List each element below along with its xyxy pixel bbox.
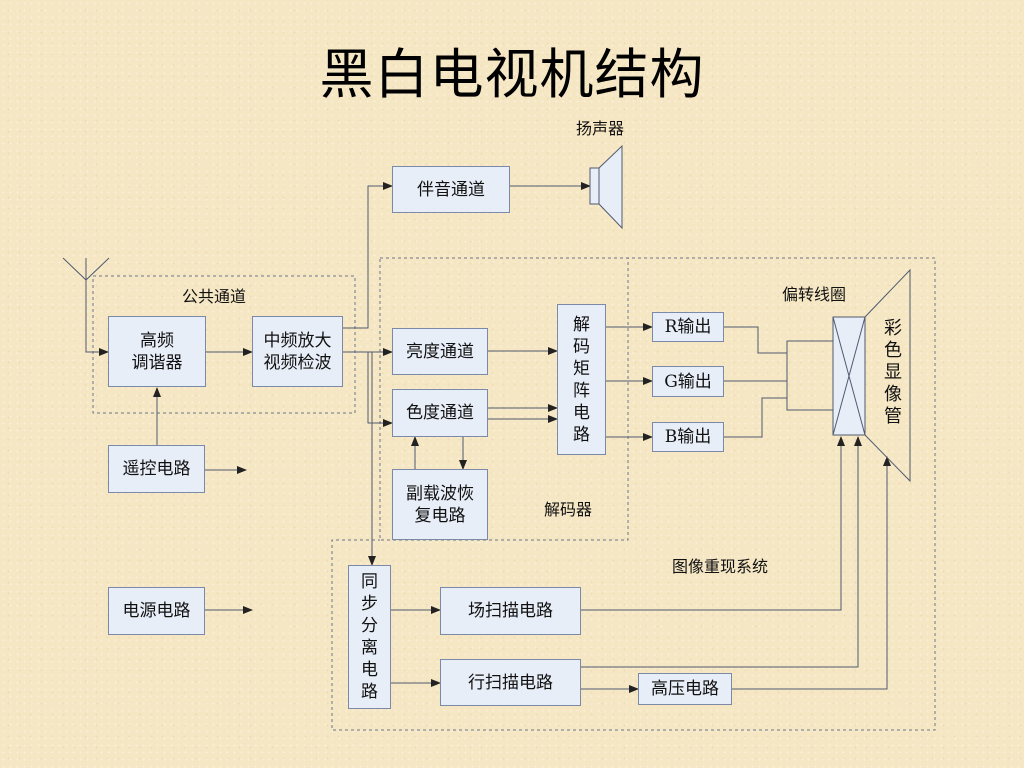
subcarrier-text: 副载波恢 复电路 bbox=[406, 483, 474, 526]
power-text: 电源电路 bbox=[122, 601, 191, 621]
crt-label: 彩 色 显 像 管 bbox=[884, 318, 902, 427]
speaker-label: 扬声器 bbox=[576, 119, 625, 138]
b-output-text: B输出 bbox=[664, 427, 712, 447]
wire-line-coil bbox=[581, 436, 862, 668]
high-voltage-block: 高压电路 bbox=[638, 673, 732, 705]
line-scan-text: 行扫描电路 bbox=[468, 672, 553, 693]
tuner-text: 高频 调谐器 bbox=[131, 330, 183, 373]
sound-channel-text: 伴音通道 bbox=[417, 179, 485, 200]
remote-block: 遥控电路 bbox=[108, 445, 205, 493]
wire-r-crt bbox=[724, 326, 787, 354]
image-system-label: 图像重现系统 bbox=[672, 557, 769, 576]
deflection-coil-icon bbox=[832, 316, 866, 436]
if-amp-block: 中频放大 视频检波 bbox=[252, 316, 343, 387]
antenna-icon bbox=[62, 257, 109, 352]
sound-channel-block: 伴音通道 bbox=[392, 166, 510, 213]
sync-separator-block: 同 步 分 离 电 路 bbox=[348, 565, 391, 709]
b-output-block: B输出 bbox=[652, 422, 724, 452]
common-channel-label: 公共通道 bbox=[182, 287, 247, 306]
sync-separator-text: 同 步 分 离 电 路 bbox=[361, 572, 378, 702]
decoder-label: 解码器 bbox=[544, 500, 593, 519]
matrix-block: 解 码 矩 阵 电 路 bbox=[557, 304, 606, 455]
tuner-block: 高频 调谐器 bbox=[108, 316, 206, 387]
line-scan-block: 行扫描电路 bbox=[440, 659, 581, 706]
wire-to-chroma bbox=[367, 352, 393, 427]
matrix-text: 解 码 矩 阵 电 路 bbox=[573, 314, 590, 445]
decoder-region bbox=[379, 257, 629, 541]
r-output-block: R输出 bbox=[652, 312, 724, 342]
field-scan-text: 场扫描电路 bbox=[468, 601, 553, 621]
image-system-region bbox=[331, 257, 936, 731]
rgb-junction bbox=[786, 340, 834, 411]
g-output-text: G输出 bbox=[664, 371, 712, 392]
common-channel-region bbox=[92, 275, 356, 414]
deflection-coil-label: 偏转线圈 bbox=[782, 285, 847, 304]
wire-hv-crt bbox=[732, 456, 891, 690]
page-title: 黑白电视机结构 bbox=[319, 43, 705, 106]
chroma-channel-block: 色度通道 bbox=[392, 389, 488, 437]
wire-if-sound bbox=[343, 182, 393, 329]
power-block: 电源电路 bbox=[108, 587, 205, 635]
crt-icon bbox=[864, 268, 911, 483]
wire-field-coil bbox=[581, 436, 845, 611]
remote-text: 遥控电路 bbox=[122, 459, 191, 479]
r-output-text: R输出 bbox=[664, 317, 712, 337]
speaker-icon bbox=[589, 144, 623, 230]
if-amp-text: 中频放大 视频检波 bbox=[263, 330, 332, 373]
luma-channel-block: 亮度通道 bbox=[392, 328, 488, 375]
field-scan-block: 场扫描电路 bbox=[440, 587, 581, 635]
luma-channel-text: 亮度通道 bbox=[406, 341, 474, 362]
g-output-block: G输出 bbox=[652, 366, 724, 397]
subcarrier-block: 副载波恢 复电路 bbox=[392, 469, 488, 540]
chroma-channel-text: 色度通道 bbox=[406, 403, 474, 423]
wire-b-crt bbox=[724, 397, 787, 438]
high-voltage-text: 高压电路 bbox=[651, 679, 719, 699]
